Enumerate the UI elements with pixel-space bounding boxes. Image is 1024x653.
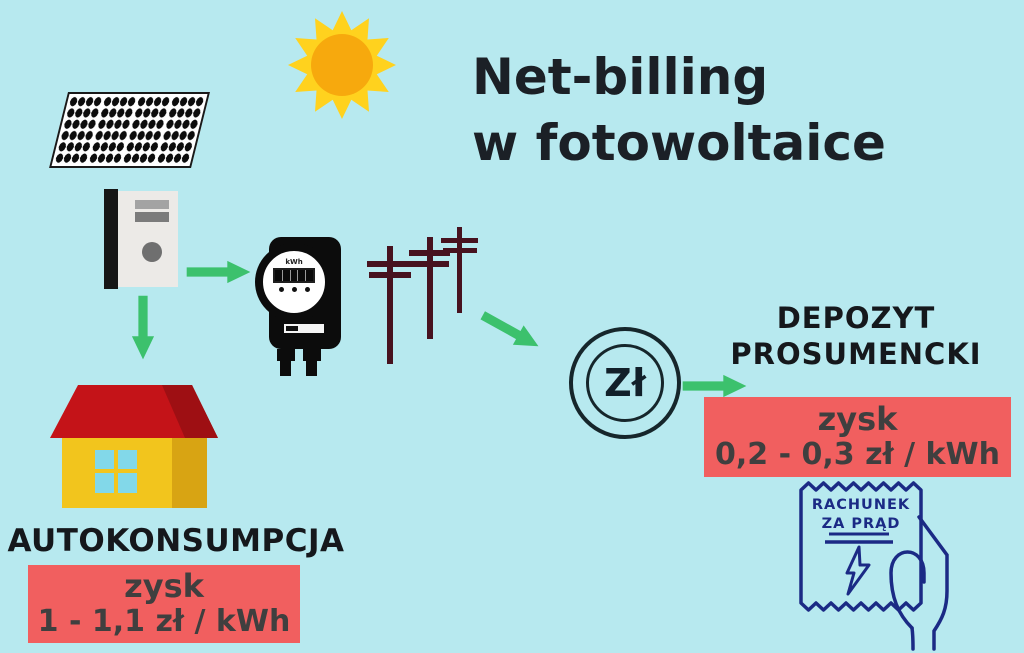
arrow-grid-to-coin [480,311,539,347]
receipt-icon: RACHUNEK ZA PRĄD [799,481,949,651]
meter-prong [303,349,321,361]
deposit-heading-line-1: DEPOZYT [776,301,936,335]
page-title: Net-billing w fotowoltaice [472,44,886,176]
meter-prong [280,361,291,376]
power-pole [387,246,393,364]
inverter-vent-bar [135,200,169,209]
deposit-profit-value: 0,2 - 0,3 zł / kWh [715,437,1000,472]
inverter-dial [142,242,162,262]
inverter-icon [104,189,118,289]
inverter-vent-bar [135,212,169,222]
solar-panel-icon [49,92,210,168]
autoconsumption-profit-box: zysk 1 - 1,1 zł / kWh [28,565,300,643]
receipt-outline [799,481,923,612]
deposit-heading-line-2: PROSUMENCKI [730,337,982,371]
meter-slot [284,324,324,333]
power-pole-crossarm [441,238,478,243]
arrow-inverter-to-house [131,295,155,360]
house-icon [45,380,220,510]
receipt-text-line-1: RACHUNEK [812,497,910,513]
meter-unit-label: kWh [285,258,303,266]
title-line-1: Net-billing [472,48,769,106]
autoconsumption-profit-label: zysk [124,567,204,605]
power-pole-crossarm [443,248,477,253]
arrow-inverter-to-meter [186,260,251,284]
autoconsumption-profit-value: 1 - 1,1 zł / kWh [37,604,291,639]
power-pole [457,227,462,313]
zloty-coin-label: Zł [604,361,646,405]
sun-icon [286,10,398,120]
power-pole-crossarm [367,261,412,267]
deposit-heading: DEPOZYT PROSUMENCKI [700,300,1012,372]
autoconsumption-heading: AUTOKONSUMPCJA [7,523,345,559]
power-pole-crossarm [409,250,450,256]
meter-digit-display [273,268,315,283]
arrow-coin-to-deposit [682,374,747,398]
deposit-profit-box: zysk 0,2 - 0,3 zł / kWh [704,397,1011,477]
inverter-body [118,191,178,287]
house-wall-side [172,438,207,508]
power-pole-crossarm [411,261,449,267]
receipt-text-line-2: ZA PRĄD [822,516,901,532]
hand-icon [889,515,949,651]
power-pole [427,237,433,339]
lightning-bolt-icon [845,545,871,596]
meter-prong [306,361,317,376]
title-line-2: w fotowoltaice [472,114,886,172]
house-window [95,450,137,493]
zloty-coin-inner-ring: Zł [586,344,664,422]
zloty-coin-icon: Zł [569,327,681,439]
meter-dots [278,287,310,292]
deposit-profit-label: zysk [817,400,898,438]
power-pole-crossarm [369,272,411,278]
meter-prong [277,349,295,361]
electricity-meter-face: kWh [255,243,333,321]
